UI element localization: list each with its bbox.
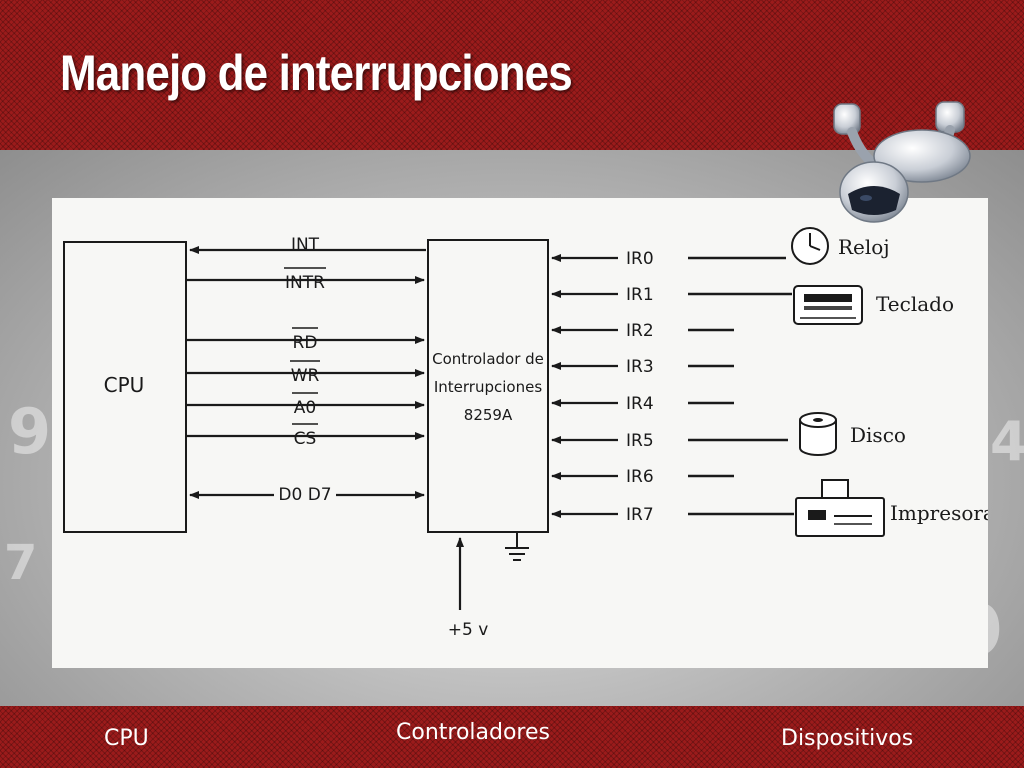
- irq-label-ir0: IR0: [626, 249, 654, 269]
- signal-label-a0: A0: [294, 398, 316, 418]
- controller-label-line-2: Interrupciones: [434, 378, 542, 396]
- power-input: +5 v: [448, 537, 489, 640]
- background-digit: 9: [8, 395, 52, 468]
- device-disco: Disco: [799, 412, 906, 456]
- printer-icon: [795, 479, 885, 537]
- irq-label-ir5: IR5: [626, 431, 654, 451]
- diagram-panel: CPU Controlador de Interrupciones 8259A …: [52, 198, 995, 668]
- signal-a0: A0: [186, 392, 425, 418]
- device-label-reloj: Reloj: [838, 235, 890, 259]
- footer-label-controladores: Controladores: [396, 720, 550, 745]
- device-label-impresora: Impresora: [890, 501, 988, 525]
- irq-label-ir6: IR6: [626, 467, 654, 487]
- cpu-box: [63, 241, 187, 533]
- signal-intr: INTR: [186, 267, 425, 293]
- signal-data-bus: D0 D7: [189, 483, 425, 505]
- disk-icon: [799, 412, 837, 456]
- signal-label-cs: CS: [294, 429, 317, 449]
- signal-cs: CS: [186, 423, 425, 449]
- irq-line-ir0: IR0: [551, 249, 786, 269]
- controller-label-line-3: 8259A: [464, 406, 513, 424]
- signal-label-wr: WR: [291, 366, 320, 386]
- controller-box: [427, 239, 549, 533]
- keyboard-icon: [793, 285, 863, 325]
- irq-label-ir7: IR7: [626, 505, 654, 525]
- background-digit: 4: [990, 410, 1024, 473]
- signal-label-intr: INTR: [285, 273, 325, 293]
- footer-bar: CPU Controladores Dispositivos: [0, 706, 1024, 768]
- signal-int: INT: [189, 235, 426, 255]
- device-reloj: Reloj: [791, 227, 890, 265]
- irq-line-ir1: IR1: [551, 285, 792, 305]
- irq-line-ir7: IR7: [551, 505, 794, 525]
- irq-label-ir3: IR3: [626, 357, 654, 377]
- irq-line-ir6: IR6: [551, 467, 734, 487]
- interrupt-diagram: CPU Controlador de Interrupciones 8259A …: [63, 227, 995, 640]
- signal-rd: RD: [186, 327, 425, 353]
- power-label: +5 v: [448, 620, 489, 640]
- device-impresora: Impresora: [795, 479, 995, 537]
- footer-label-cpu: CPU: [104, 726, 149, 751]
- footer-label-dispositivos: Dispositivos: [781, 726, 914, 751]
- irq-label-ir1: IR1: [626, 285, 654, 305]
- clock-icon: [791, 227, 829, 265]
- slide-title: Manejo de interrupciones: [60, 45, 573, 101]
- irq-line-ir5: IR5: [551, 431, 788, 451]
- irq-label-ir2: IR2: [626, 321, 654, 341]
- device-label-teclado: Teclado: [876, 292, 954, 316]
- controller-label-line-1: Controlador de: [432, 350, 544, 368]
- irq-line-ir3: IR3: [551, 357, 734, 377]
- signal-label-int: INT: [291, 235, 320, 255]
- cpu-label: CPU: [104, 373, 145, 397]
- title-bar: Manejo de interrupciones: [0, 0, 1024, 150]
- irq-line-ir2: IR2: [551, 321, 734, 341]
- irq-label-ir4: IR4: [626, 394, 654, 414]
- device-teclado: Teclado: [793, 285, 954, 325]
- background-digit: 7: [4, 535, 38, 591]
- signal-wr: WR: [186, 360, 425, 386]
- ground-symbol: [505, 532, 529, 561]
- signal-label-rd: RD: [293, 333, 318, 353]
- irq-line-ir4: IR4: [551, 394, 734, 414]
- device-label-disco: Disco: [850, 423, 906, 447]
- signal-label-d0-d7: D0 D7: [278, 485, 331, 505]
- robot-mascot-illustration: [833, 101, 971, 223]
